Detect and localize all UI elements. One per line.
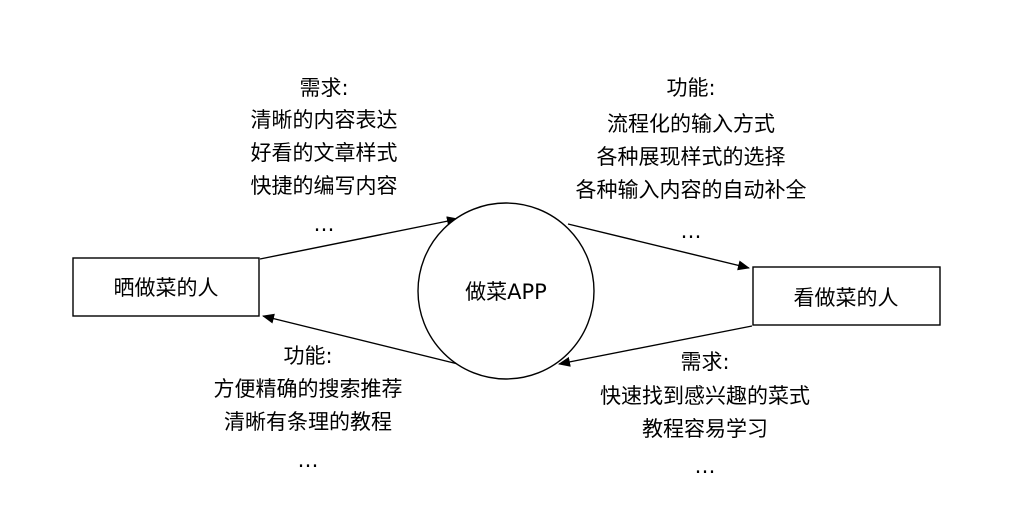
note-viewer-needs: 需求: 快速找到感兴趣的菜式 教程容易学习 … <box>600 350 810 478</box>
note-line: 需求: <box>299 76 348 100</box>
viewer-label: 看做菜的人 <box>794 286 899 310</box>
note-app-features-top: 功能: 流程化的输入方式 各种展现样式的选择 各种输入内容的自动补全 … <box>576 76 807 243</box>
edge-app-to-left <box>262 313 463 366</box>
note-line: 教程容易学习 <box>642 417 768 441</box>
note-line: … <box>314 212 335 236</box>
note-line: 快捷的编写内容 <box>251 174 398 198</box>
note-sharer-needs: 需求: 清晰的内容表达 好看的文章样式 快捷的编写内容 … <box>251 76 398 236</box>
note-line: … <box>298 448 319 472</box>
node-app: 做菜APP <box>417 202 595 380</box>
note-line: … <box>695 454 716 478</box>
node-sharer: 晒做菜的人 <box>72 257 260 317</box>
note-line: 方便精确的搜索推荐 <box>214 377 403 401</box>
note-app-features-bottom: 功能: 方便精确的搜索推荐 清晰有条理的教程 … <box>214 344 403 472</box>
edge-left-to-app <box>259 216 459 260</box>
note-line: 功能: <box>666 76 715 100</box>
note-line: 清晰有条理的教程 <box>224 410 392 434</box>
note-line: … <box>681 219 702 243</box>
app-circle <box>417 202 595 380</box>
edge-app-to-right <box>567 223 750 271</box>
note-line: 流程化的输入方式 <box>607 112 775 136</box>
edge-right-to-app <box>558 325 753 367</box>
note-line: 各种展现样式的选择 <box>597 145 786 169</box>
note-line: 好看的文章样式 <box>251 141 398 165</box>
note-line: 需求: <box>680 350 729 374</box>
note-line: 各种输入内容的自动补全 <box>576 178 807 202</box>
note-line: 快速找到感兴趣的菜式 <box>600 384 810 408</box>
note-line: 清晰的内容表达 <box>251 108 398 132</box>
node-viewer: 看做菜的人 <box>752 266 941 326</box>
sharer-box <box>72 257 260 317</box>
note-line: 功能: <box>283 344 332 368</box>
app-label: 做菜APP <box>465 280 547 304</box>
viewer-box <box>752 266 941 326</box>
sharer-label: 晒做菜的人 <box>114 276 219 300</box>
